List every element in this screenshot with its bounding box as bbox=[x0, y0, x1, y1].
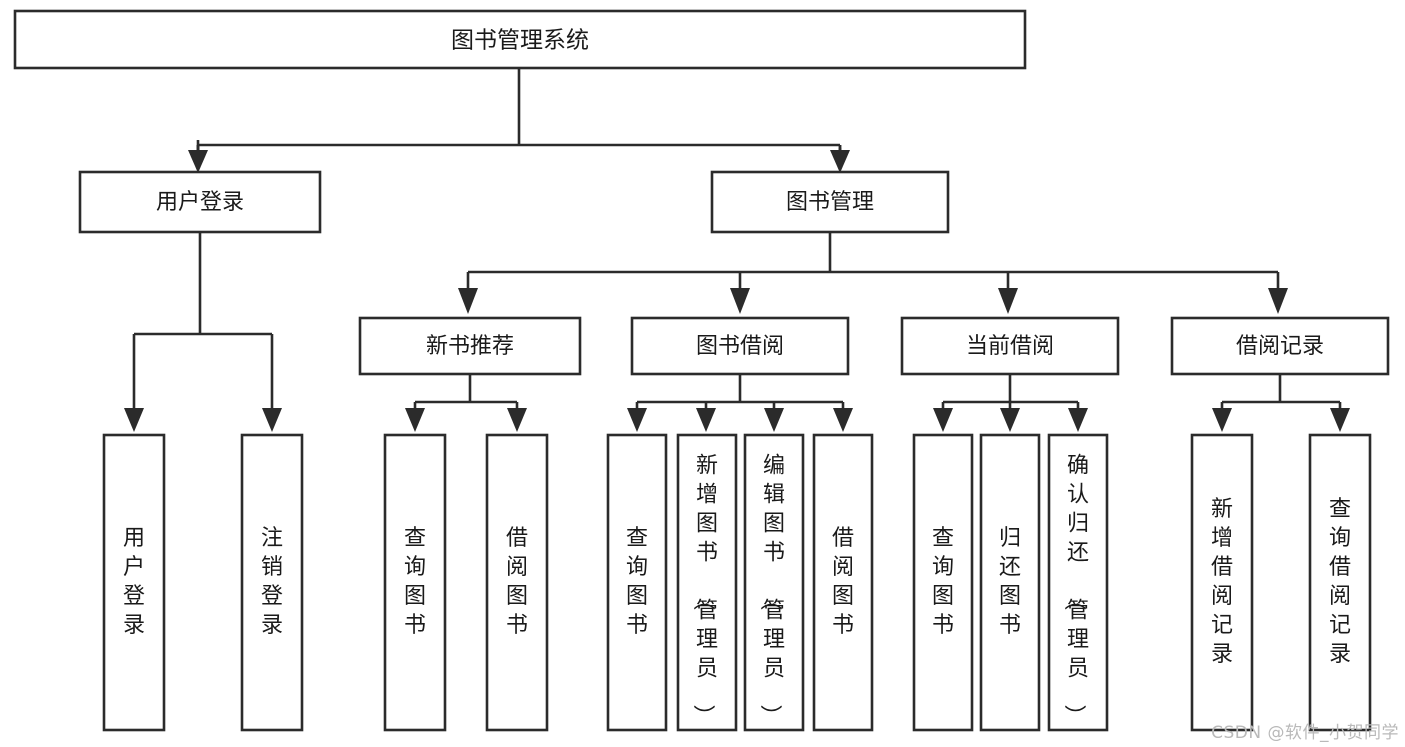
node-leaf-edit-book[interactable]: 编辑图书（管理员） bbox=[743, 433, 805, 732]
node-leaf-query-record[interactable]: 查询借阅记录 bbox=[1308, 433, 1372, 732]
node-leaf-query-record-box[interactable] bbox=[1308, 433, 1372, 732]
arrow-head-icon bbox=[507, 408, 527, 432]
node-leaf-user-login-label: 用户登录 bbox=[123, 526, 145, 638]
arrow-head-icon bbox=[627, 408, 647, 432]
arrow-head-icon bbox=[1212, 408, 1232, 432]
node-book-manage[interactable]: 图书管理 bbox=[710, 170, 950, 234]
node-leaf-return-book[interactable]: 归还图书 bbox=[979, 433, 1041, 732]
node-leaf-return-book-box[interactable] bbox=[979, 433, 1041, 732]
arrow-head-icon bbox=[830, 150, 850, 173]
arrow-head-icon bbox=[933, 408, 953, 432]
arrow-head-icon bbox=[998, 288, 1018, 314]
node-leaf-query-record-label: 查询借阅记录 bbox=[1329, 497, 1351, 667]
node-leaf-borrow-book-1-label: 借阅图书 bbox=[506, 526, 528, 638]
node-leaf-query-book-2-label: 查询图书 bbox=[626, 526, 648, 638]
node-leaf-query-book-3-box[interactable] bbox=[912, 433, 974, 732]
node-user-login[interactable]: 用户登录 bbox=[78, 170, 322, 234]
node-new-book-recommend[interactable]: 新书推荐 bbox=[358, 316, 582, 376]
connector-bookmanage-to-level2 bbox=[458, 232, 1288, 314]
connector-newbook-to-leaves bbox=[405, 374, 527, 432]
node-leaf-confirm-return-box[interactable] bbox=[1047, 433, 1109, 732]
node-user-login-label: 用户登录 bbox=[156, 190, 244, 215]
node-current-borrow-label: 当前借阅 bbox=[966, 334, 1054, 359]
connector-root-to-level1 bbox=[188, 68, 850, 173]
node-leaf-edit-book-label: 编辑图书（管理员） bbox=[757, 454, 785, 727]
node-leaf-borrow-book-2-box[interactable] bbox=[812, 433, 874, 732]
node-current-borrow-box[interactable] bbox=[900, 316, 1120, 376]
node-leaf-user-login[interactable]: 用户登录 bbox=[102, 433, 166, 732]
node-leaf-borrow-book-1-box[interactable] bbox=[485, 433, 549, 732]
node-leaf-query-book-2[interactable]: 查询图书 bbox=[606, 433, 668, 732]
node-user-login-box[interactable] bbox=[78, 170, 322, 234]
arrow-head-icon bbox=[764, 408, 784, 432]
arrow-head-icon bbox=[405, 408, 425, 432]
watermark-label: CSDN @软件_小贺同学 bbox=[1211, 723, 1399, 743]
arrow-head-icon bbox=[1068, 408, 1088, 432]
node-leaf-query-book-3[interactable]: 查询图书 bbox=[912, 433, 974, 732]
node-leaf-query-book-1[interactable]: 查询图书 bbox=[383, 433, 447, 732]
arrow-head-icon bbox=[1330, 408, 1350, 432]
arrow-head-icon bbox=[730, 288, 750, 314]
arrow-head-icon bbox=[458, 288, 478, 314]
node-leaf-query-book-3-label: 查询图书 bbox=[932, 526, 954, 638]
arrow-head-icon bbox=[696, 408, 716, 432]
arrow-head-icon bbox=[188, 150, 208, 173]
node-book-manage-box[interactable] bbox=[710, 170, 950, 234]
node-leaf-borrow-book-2[interactable]: 借阅图书 bbox=[812, 433, 874, 732]
node-book-manage-label: 图书管理 bbox=[786, 190, 874, 215]
node-leaf-borrow-book-1[interactable]: 借阅图书 bbox=[485, 433, 549, 732]
node-leaf-add-record-box[interactable] bbox=[1190, 433, 1254, 732]
node-leaf-add-record[interactable]: 新增借阅记录 bbox=[1190, 433, 1254, 732]
node-leaf-add-book-label: 新增图书（管理员） bbox=[690, 454, 718, 727]
connector-borrowrecord-to-leaves bbox=[1212, 374, 1350, 432]
node-leaf-add-record-label: 新增借阅记录 bbox=[1211, 497, 1233, 667]
node-leaf-query-book-1-label: 查询图书 bbox=[404, 526, 426, 638]
connector-currentborrow-to-leaves bbox=[933, 374, 1088, 432]
node-root-label: 图书管理系统 bbox=[451, 28, 589, 54]
node-book-borrow-box[interactable] bbox=[630, 316, 850, 376]
node-leaf-add-book[interactable]: 新增图书（管理员） bbox=[676, 433, 738, 732]
node-leaf-confirm-return[interactable]: 确认归还（管理员） bbox=[1047, 433, 1109, 732]
arrow-head-icon bbox=[833, 408, 853, 432]
arrow-head-icon bbox=[124, 408, 144, 432]
node-current-borrow[interactable]: 当前借阅 bbox=[900, 316, 1120, 376]
connector-bookborrow-to-leaves bbox=[627, 374, 853, 432]
arrow-head-icon bbox=[1000, 408, 1020, 432]
node-leaf-confirm-return-label: 确认归还（管理员） bbox=[1061, 454, 1089, 727]
node-leaf-borrow-book-2-label: 借阅图书 bbox=[832, 526, 854, 638]
arrow-head-icon bbox=[1268, 288, 1288, 314]
node-leaf-return-book-label: 归还图书 bbox=[999, 526, 1021, 638]
node-leaf-user-login-box[interactable] bbox=[102, 433, 166, 732]
node-root-box[interactable] bbox=[13, 9, 1027, 70]
node-leaf-query-book-2-box[interactable] bbox=[606, 433, 668, 732]
node-root[interactable]: 图书管理系统 bbox=[13, 9, 1027, 70]
node-borrow-record-box[interactable] bbox=[1170, 316, 1390, 376]
node-new-book-recommend-box[interactable] bbox=[358, 316, 582, 376]
arrow-head-icon bbox=[262, 408, 282, 432]
node-book-borrow-label: 图书借阅 bbox=[696, 334, 784, 359]
node-leaf-edit-book-box[interactable] bbox=[743, 433, 805, 732]
node-book-borrow[interactable]: 图书借阅 bbox=[630, 316, 850, 376]
node-leaf-user-logout-label: 注销登录 bbox=[261, 526, 283, 638]
node-borrow-record[interactable]: 借阅记录 bbox=[1170, 316, 1390, 376]
node-leaf-query-book-1-box[interactable] bbox=[383, 433, 447, 732]
node-borrow-record-label: 借阅记录 bbox=[1236, 334, 1324, 359]
node-new-book-recommend-label: 新书推荐 bbox=[426, 334, 514, 359]
node-leaf-user-logout-box[interactable] bbox=[240, 433, 304, 732]
connector-userlogin-to-leaves bbox=[124, 232, 282, 432]
node-leaf-user-logout[interactable]: 注销登录 bbox=[240, 433, 304, 732]
node-leaf-add-book-box[interactable] bbox=[676, 433, 738, 732]
